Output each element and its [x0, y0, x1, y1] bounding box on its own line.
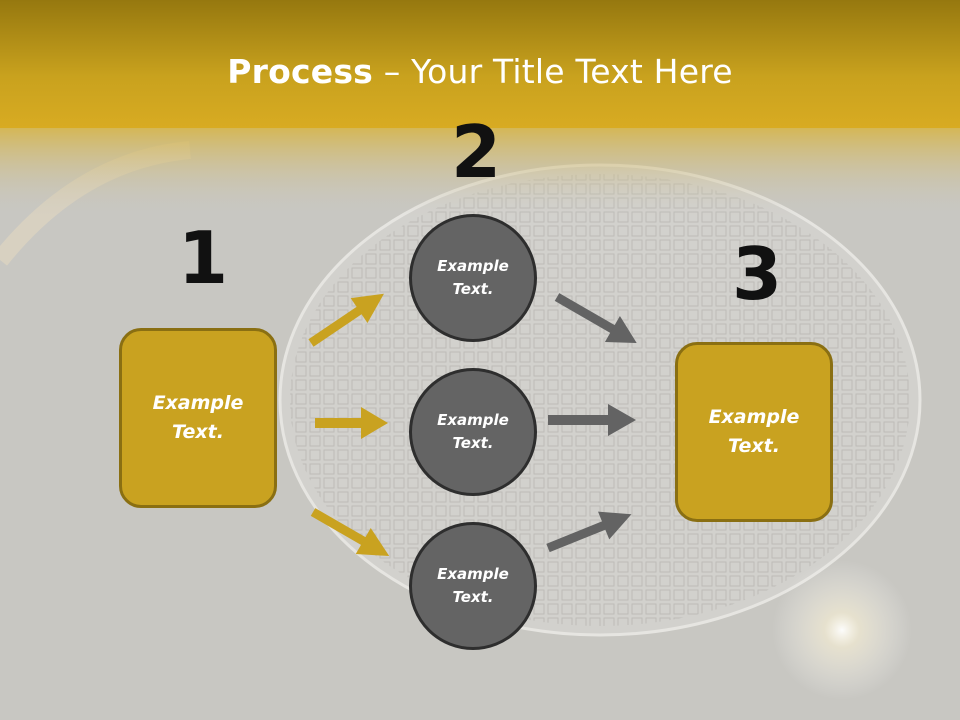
step-2-number: 2: [451, 110, 502, 194]
step-2-label-bottom: Example Text.: [437, 565, 509, 606]
arrow-gray-down: [554, 293, 637, 343]
arrow-gray-up: [546, 511, 632, 553]
arrow-gold-down: [310, 508, 390, 556]
step-2-circle-top: Example Text.: [409, 214, 537, 342]
step-3-number: 3: [732, 232, 783, 316]
step-3-box: Example Text.: [675, 342, 833, 522]
step-3-label: Example Text.: [708, 406, 800, 457]
step-1-label: Example Text.: [152, 392, 244, 443]
title-rest: – Your Title Text Here: [373, 52, 733, 91]
arrow-gray-right: [548, 404, 636, 436]
step-2-label-top: Example Text.: [437, 257, 509, 298]
step-1-number: 1: [178, 216, 229, 300]
step-1-box: Example Text.: [119, 328, 277, 508]
step-2-label-middle: Example Text.: [437, 411, 509, 452]
step-2-circle-middle: Example Text.: [409, 368, 537, 496]
title-bold: Process: [227, 52, 374, 91]
arrow-gold-right: [315, 407, 388, 439]
arrow-gold-up: [308, 293, 384, 347]
step-2-circle-bottom: Example Text.: [409, 522, 537, 650]
slide-title: Process – Your Title Text Here: [0, 52, 960, 91]
